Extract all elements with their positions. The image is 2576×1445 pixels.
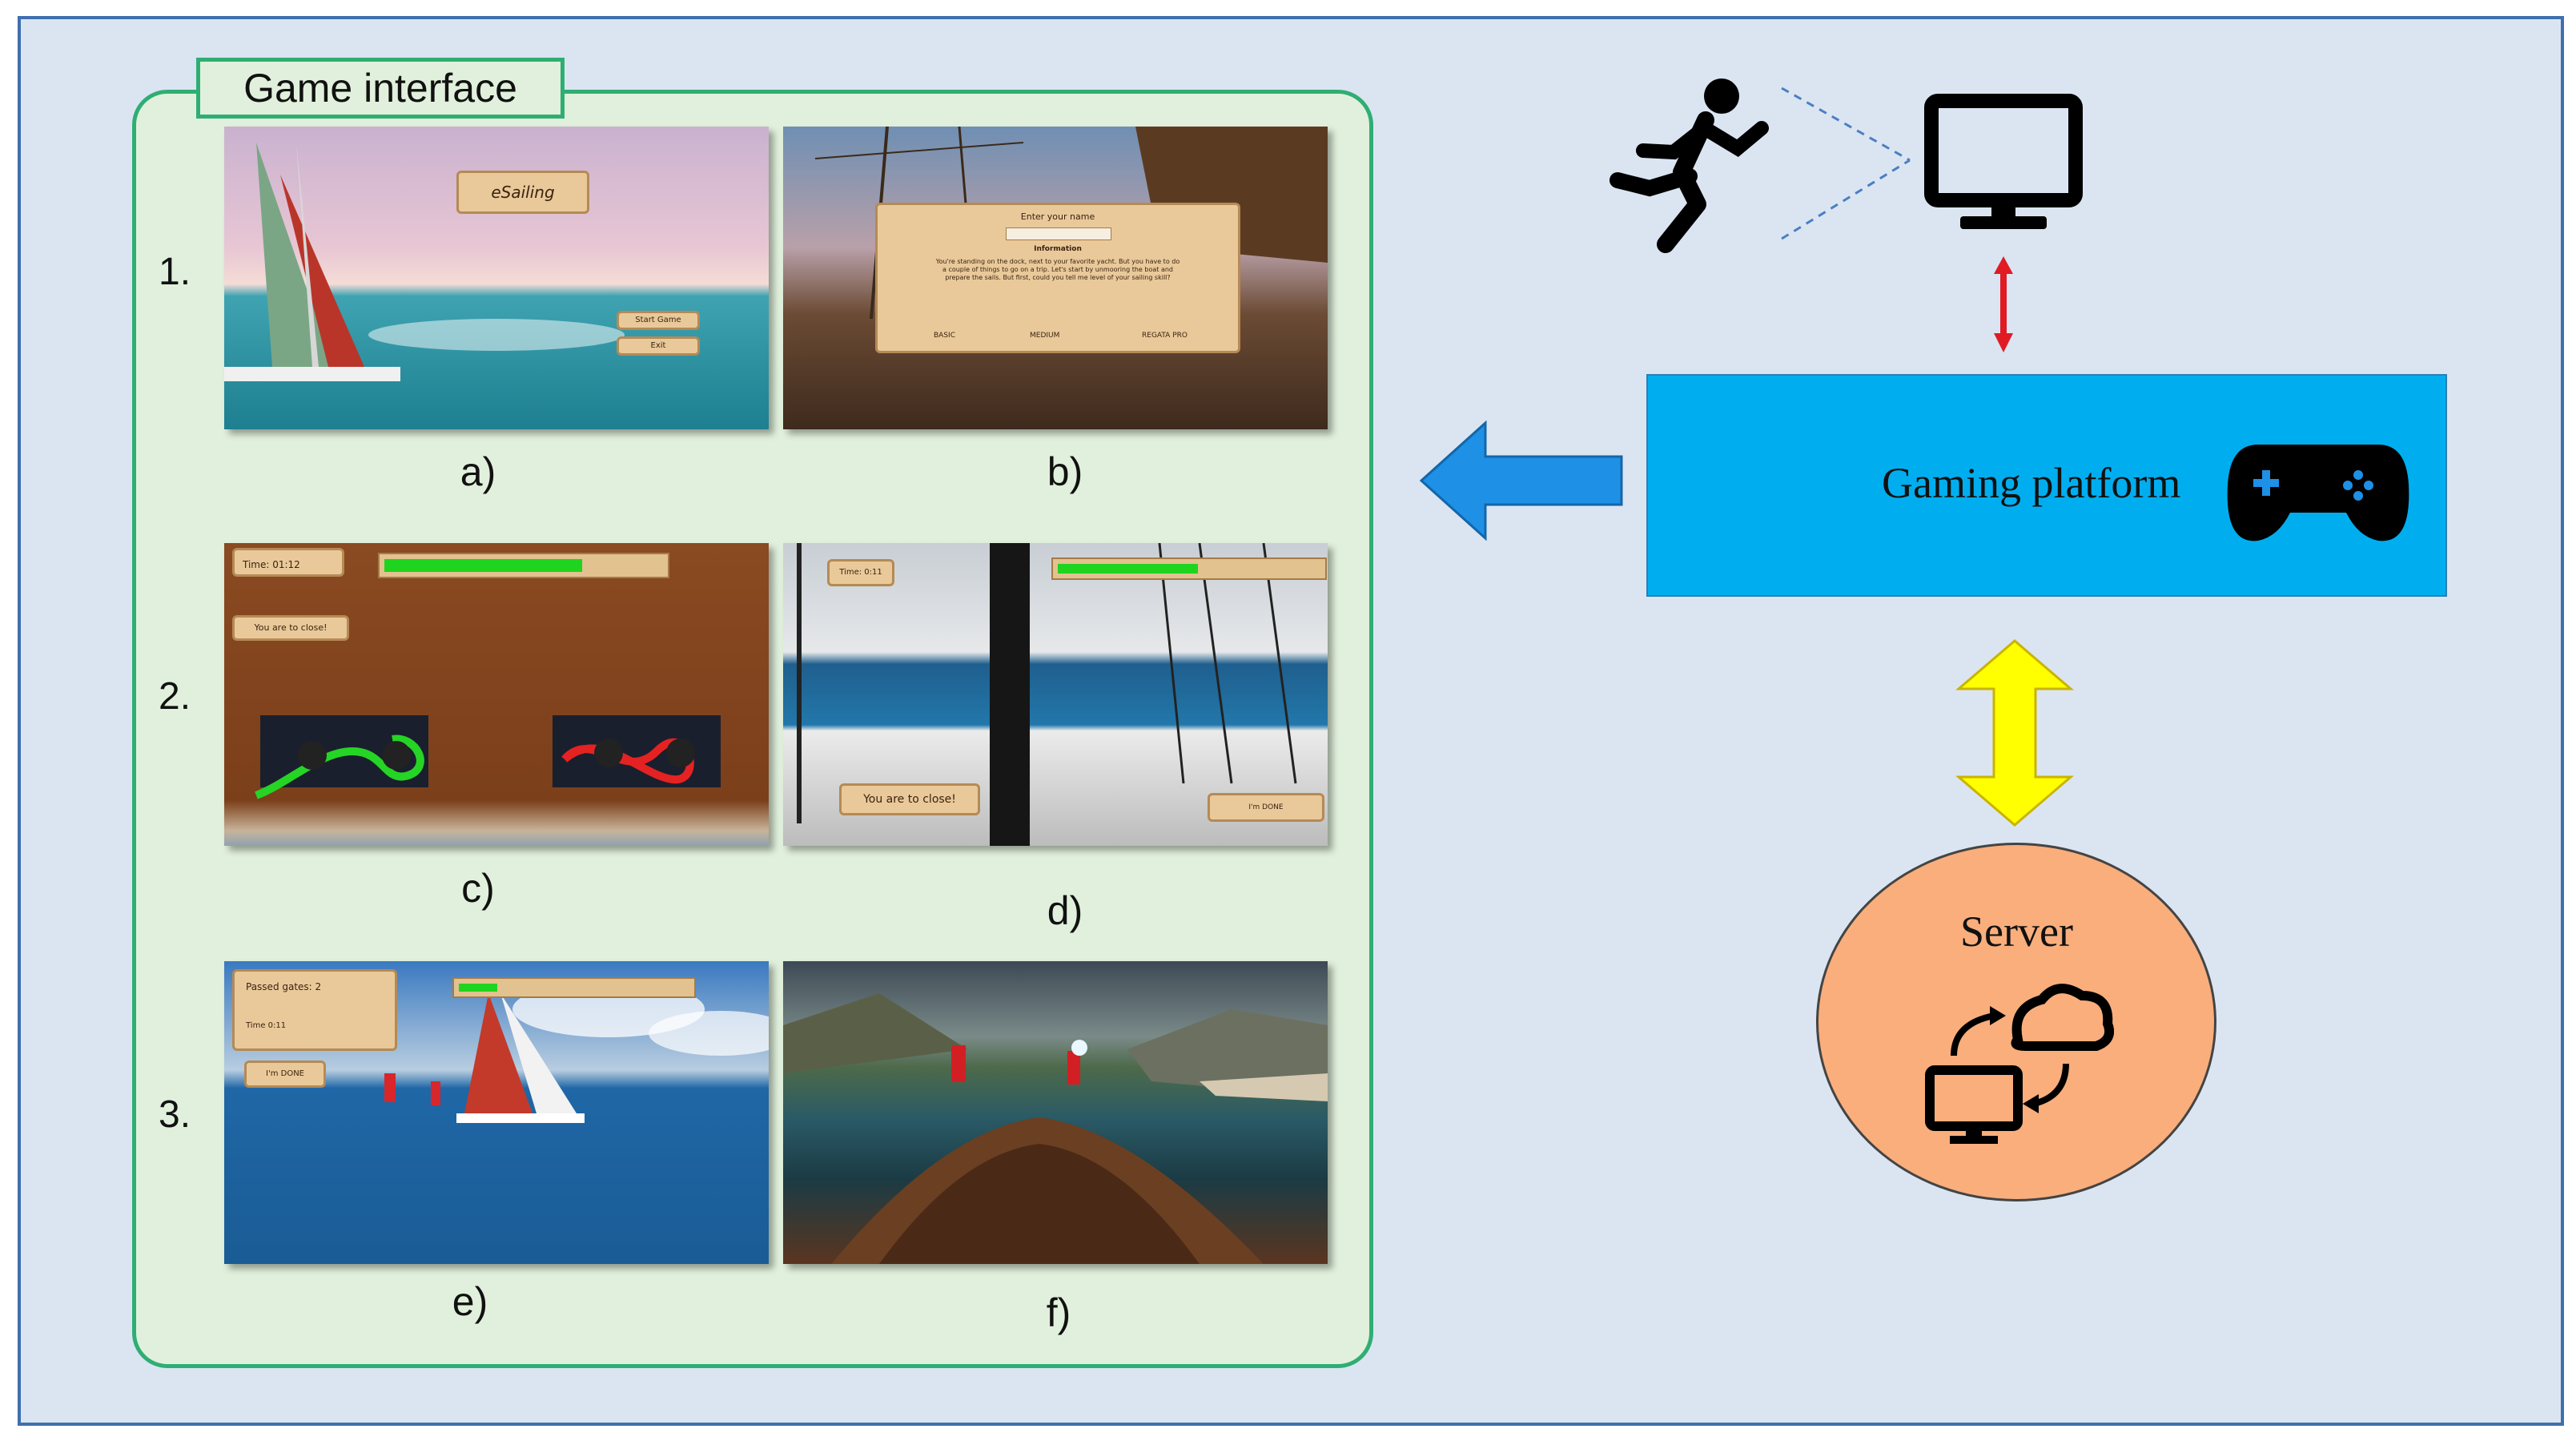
caption-d: d) bbox=[1047, 888, 1083, 933]
rowing-boat-illustration bbox=[783, 993, 1328, 1264]
server-label: Server bbox=[1960, 908, 2073, 956]
screenshot-d-deck-task: Time: 0:11 You are to close! I'm DONE bbox=[783, 543, 1328, 846]
level-regata-button[interactable]: REGATA PRO bbox=[1142, 332, 1188, 340]
screenshot-f-rowing-boat bbox=[783, 961, 1328, 1264]
screenshot-b-dock-intro: Enter your name Information You're stand… bbox=[783, 127, 1328, 429]
race-info-box: Passed gates: 2 Time 0:11 bbox=[232, 969, 397, 1051]
caption-b: b) bbox=[1047, 449, 1083, 494]
gamepad-icon bbox=[2227, 445, 2409, 541]
timer-label: Time: 01:12 bbox=[232, 548, 344, 577]
row-number-2: 2. bbox=[159, 675, 191, 718]
progress-bar bbox=[1051, 557, 1327, 580]
done-button[interactable]: I'm DONE bbox=[1208, 793, 1324, 822]
name-prompt: Enter your name bbox=[1020, 211, 1095, 222]
progress-bar bbox=[452, 977, 696, 998]
status-message: You are to close! bbox=[839, 783, 980, 815]
passed-gates-label: Passed gates: 2 bbox=[246, 981, 322, 992]
screenshot-a-title-screen: eSailing Start Game Exit bbox=[224, 127, 769, 429]
level-basic-button[interactable]: BASIC bbox=[934, 332, 955, 340]
gaming-platform-label: Gaming platform bbox=[1882, 459, 2181, 507]
info-text: You're standing on the dock, next to you… bbox=[935, 258, 1180, 281]
panel-title: Game interface bbox=[196, 58, 565, 119]
level-medium-button[interactable]: MEDIUM bbox=[1030, 332, 1060, 340]
cloud-sync-icon bbox=[1925, 984, 2114, 1144]
screenshot-e-sailing-race: Passed gates: 2 Time 0:11 I'm DONE bbox=[224, 961, 769, 1264]
knot-illustrations bbox=[255, 715, 721, 799]
start-game-button[interactable]: Start Game bbox=[617, 311, 700, 330]
status-message: You are to close! bbox=[232, 615, 349, 641]
timer-label: Time: 0:11 bbox=[827, 559, 894, 586]
name-input[interactable] bbox=[1006, 227, 1111, 240]
progress-bar-fill bbox=[384, 559, 583, 572]
deck-mast-illustration bbox=[797, 543, 1297, 846]
exit-button[interactable]: Exit bbox=[617, 336, 700, 356]
done-button[interactable]: I'm DONE bbox=[244, 1061, 326, 1088]
caption-f: f) bbox=[1046, 1290, 1071, 1335]
caption-c: c) bbox=[461, 866, 495, 911]
progress-bar bbox=[378, 553, 669, 578]
intro-dialog: Enter your name Information You're stand… bbox=[875, 203, 1240, 353]
info-title: Information bbox=[1034, 245, 1082, 253]
game-logo: eSailing bbox=[456, 171, 589, 214]
screenshot-c-knot-task: Time: 01:12 You are to close! bbox=[224, 543, 769, 846]
progress-bar-fill bbox=[459, 984, 497, 992]
row-number-3: 3. bbox=[159, 1093, 191, 1136]
caption-a: a) bbox=[460, 449, 496, 494]
caption-e: e) bbox=[452, 1279, 488, 1324]
timer-label: Time 0:11 bbox=[246, 1021, 287, 1030]
sailboat-illustration bbox=[224, 143, 625, 381]
progress-bar-fill bbox=[1058, 564, 1198, 574]
row-number-1: 1. bbox=[159, 251, 191, 293]
